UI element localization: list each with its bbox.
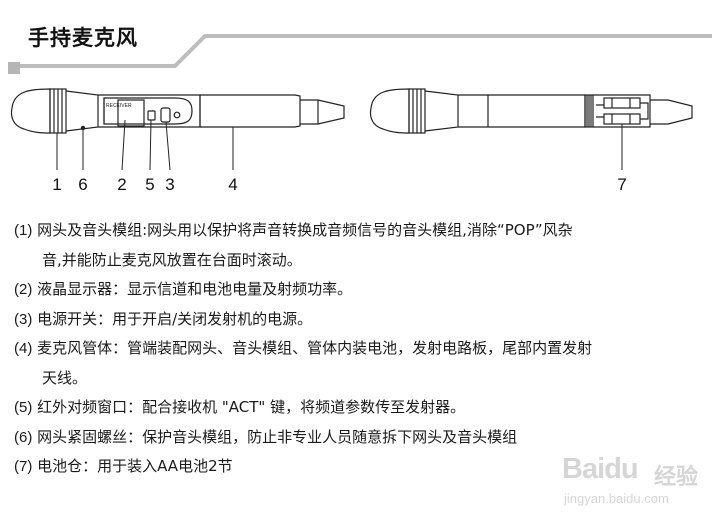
callout-7: 7 (617, 175, 627, 194)
item-number: (7) (14, 458, 33, 475)
item-text-continued: 音,并能防止麦克风放置在台面时滚动。 (42, 250, 302, 269)
callout-1: 1 (52, 175, 62, 194)
item-text: 电源开关：用于开启/关闭发射机的电源。 (37, 309, 313, 328)
item-number: (3) (14, 310, 33, 328)
list-item: (4) 麦克风管体：管端装配网头、音头模组、管体内装电池，发射电路板，尾部内置发… (14, 334, 719, 393)
header-decoration (8, 34, 712, 74)
item-text: 红外对频窗口：配合接收机 "ACT" 键，将频道参数传至发射器。 (37, 398, 466, 416)
list-item: (5) 红外对频窗口：配合接收机 "ACT" 键，将频道参数传至发射器。 (14, 393, 719, 423)
mic-back-view (369, 88, 693, 134)
watermark-cn: 经验 (654, 465, 699, 490)
item-number: (1) (14, 222, 33, 239)
callout-5: 5 (145, 175, 155, 194)
item-number: (5) (14, 399, 33, 416)
item-text: 网头及音头模组:网头用以保护将声音转换成音频信号的音头模组,消除“POP”风杂 (37, 221, 573, 239)
mic-front-view: RECEIVER (10, 88, 345, 134)
callout-2: 2 (117, 175, 127, 194)
item-number: (4) (14, 340, 33, 357)
list-item: (7) 电池仓：用于装入AA电池2节 (14, 452, 719, 482)
item-text-continued: 天线。 (42, 368, 88, 387)
list-item: (2) 液晶显示器：显示信道和电池电量及射频功率。 (14, 275, 719, 305)
item-text: 网头紧固螺丝：保护音头模组，防止非专业人员随意拆下网头及音头模组 (37, 427, 518, 446)
leader-lines (56, 119, 623, 171)
baidu-jingyan-watermark: Baidu 经验 jingyan.baidu.com (562, 451, 722, 513)
section-header: 手持麦克风 (0, 0, 727, 80)
page-title: 手持麦克风 (28, 26, 138, 50)
item-text: 电池仓：用于装入AA电池2节 (37, 457, 233, 475)
callout-6: 6 (78, 175, 88, 194)
callout-4: 4 (228, 175, 238, 194)
item-text: 麦克风管体：管端装配网头、音头模组、管体内装电池，发射电路板，尾部内置发射 (37, 339, 593, 357)
component-list: (1) 网头及音头模组:网头用以保护将声音转换成音频信号的音头模组,消除“POP… (14, 216, 719, 482)
watermark-brand: Baidu (562, 453, 639, 485)
svg-text:RECEIVER: RECEIVER (106, 103, 132, 109)
list-item: (1) 网头及音头模组:网头用以保护将声音转换成音频信号的音头模组,消除“POP… (14, 216, 719, 275)
item-number: (6) (14, 428, 33, 446)
list-item: (6) 网头紧固螺丝：保护音头模组，防止非专业人员随意拆下网头及音头模组 (14, 423, 719, 453)
watermark-url: jingyan.baidu.com (564, 491, 669, 506)
item-text: 液晶显示器：显示信道和电池电量及射频功率。 (37, 280, 353, 298)
microphone-drawing: RECEIVER (10, 88, 693, 171)
microphone-diagram: RECEIVER (0, 78, 727, 198)
item-number: (2) (14, 281, 33, 298)
list-item: (3) 电源开关：用于开启/关闭发射机的电源。 (14, 305, 719, 335)
callout-3: 3 (165, 175, 175, 194)
